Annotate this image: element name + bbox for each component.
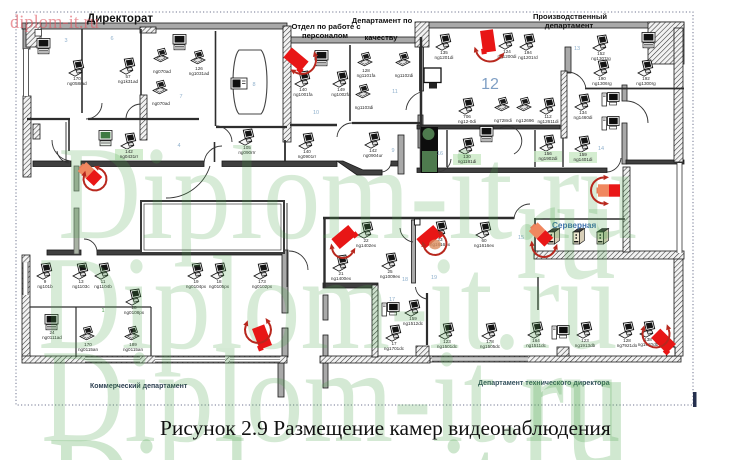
svg-text:18: 18 [402,277,408,283]
svg-text:8: 8 [252,82,255,88]
svg-text:16: 16 [437,151,443,157]
svg-text:ng12696: ng12696 [516,118,534,123]
svg-text:Производственный: Производственный [533,12,607,21]
svg-text:Diplom-it.ru: Diplom-it.ru [58,120,637,268]
svg-text:Diplom-it.ru: Diplom-it.ru [48,410,627,460]
svg-text:15: 15 [518,235,524,241]
svg-text:ng070ad: ng070ad [152,101,170,106]
svg-text:ng070ad: ng070ad [153,69,171,74]
svg-text:ru: ru [520,302,631,460]
svg-text:Рисунок 2.9 Размещение камер: Рисунок 2.9 Размещение камер видеонаблюд… [160,416,611,440]
svg-text:Отдел по работе с: Отдел по работе с [291,22,360,31]
svg-text:качеству: качеству [364,33,398,42]
svg-text:13: 13 [574,46,580,52]
svg-text:11: 11 [392,89,398,95]
svg-text:Diplom-it.ru: Diplom-it.ru [38,230,617,378]
svg-text:персоналом: персоналом [302,31,348,40]
svg-text:1: 1 [101,308,104,314]
svg-text:департамент: департамент [545,21,594,30]
svg-text:ng728rdi: ng728rdi [494,118,512,123]
svg-text:Департамент технического дирек: Департамент технического директора [478,380,610,387]
svg-text:Коммерческий департамент: Коммерческий департамент [90,382,188,390]
svg-text:17: 17 [389,297,395,303]
svg-text:7: 7 [179,94,182,100]
svg-text:Diplom-it.ru: Diplom-it.ru [41,323,620,460]
svg-text:ng1102di: ng1102di [395,73,414,78]
svg-text:Департамент по: Департамент по [352,16,413,25]
svg-text:diplom-it.ru: diplom-it.ru [10,13,99,33]
svg-text:10: 10 [313,110,319,116]
svg-text:12: 12 [481,76,499,93]
svg-text:3: 3 [64,38,67,44]
svg-text:Директорат: Директорат [87,13,153,25]
svg-text:Серверная: Серверная [552,221,596,230]
svg-text:ng1103di: ng1103di [355,105,374,110]
svg-text:4: 4 [177,143,180,149]
svg-text:14: 14 [598,146,604,152]
svg-text:9: 9 [391,148,394,154]
svg-text:6: 6 [110,36,113,42]
svg-text:19: 19 [431,275,437,281]
